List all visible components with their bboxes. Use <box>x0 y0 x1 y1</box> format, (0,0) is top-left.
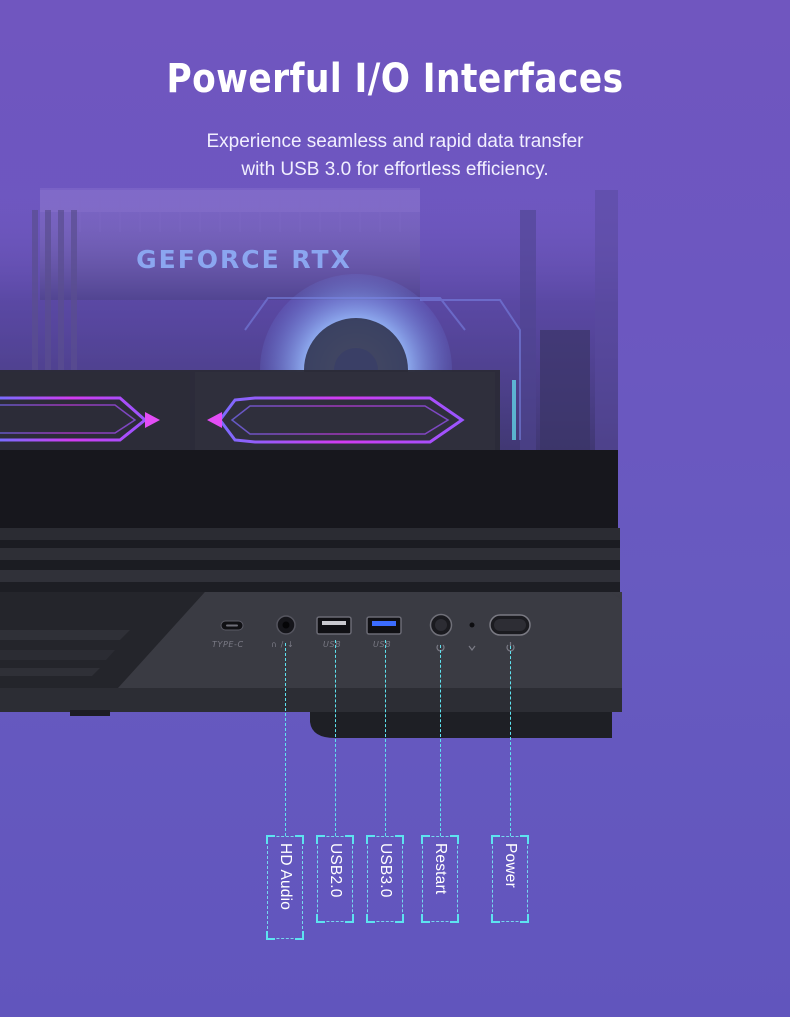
callout-restart: Restart <box>421 835 459 923</box>
gpu-branding: GEFORCE RTX <box>136 245 352 274</box>
restart-button <box>429 613 453 637</box>
callout-label: Restart <box>432 843 449 895</box>
usb3-label: USB <box>373 640 392 649</box>
audio-jack <box>276 615 296 635</box>
callout-label: Power <box>502 843 519 888</box>
power-button <box>489 614 531 636</box>
callout-usb3: USB3.0 <box>366 835 404 923</box>
usb2-port <box>316 616 352 635</box>
leader-hd-audio <box>285 643 286 836</box>
audio-label: ∩ / ↓ <box>271 640 295 649</box>
subtitle-line-1: Experience seamless and rapid data trans… <box>206 131 584 152</box>
callout-power: Power <box>491 835 529 923</box>
leader-usb2 <box>335 640 336 836</box>
callout-label: HD Audio <box>277 843 294 911</box>
leader-power <box>510 646 511 836</box>
callout-label: USB2.0 <box>327 843 344 898</box>
leader-restart <box>440 645 441 836</box>
usb3-port <box>366 616 402 635</box>
typec-port <box>220 620 244 631</box>
typec-label: TYPE-C <box>212 640 244 649</box>
leader-usb3 <box>385 640 386 836</box>
callout-usb2: USB2.0 <box>316 835 354 923</box>
subtitle-line-2: with USB 3.0 for effortless efficiency. <box>241 159 549 180</box>
callout-label: USB3.0 <box>377 843 394 898</box>
hdd-led <box>469 622 475 628</box>
gpu: GEFORCE RTX <box>40 188 420 300</box>
page-title: Powerful I/O Interfaces <box>166 56 624 102</box>
callout-hd-audio: HD Audio <box>266 835 304 940</box>
usb2-label: USB <box>323 640 342 649</box>
